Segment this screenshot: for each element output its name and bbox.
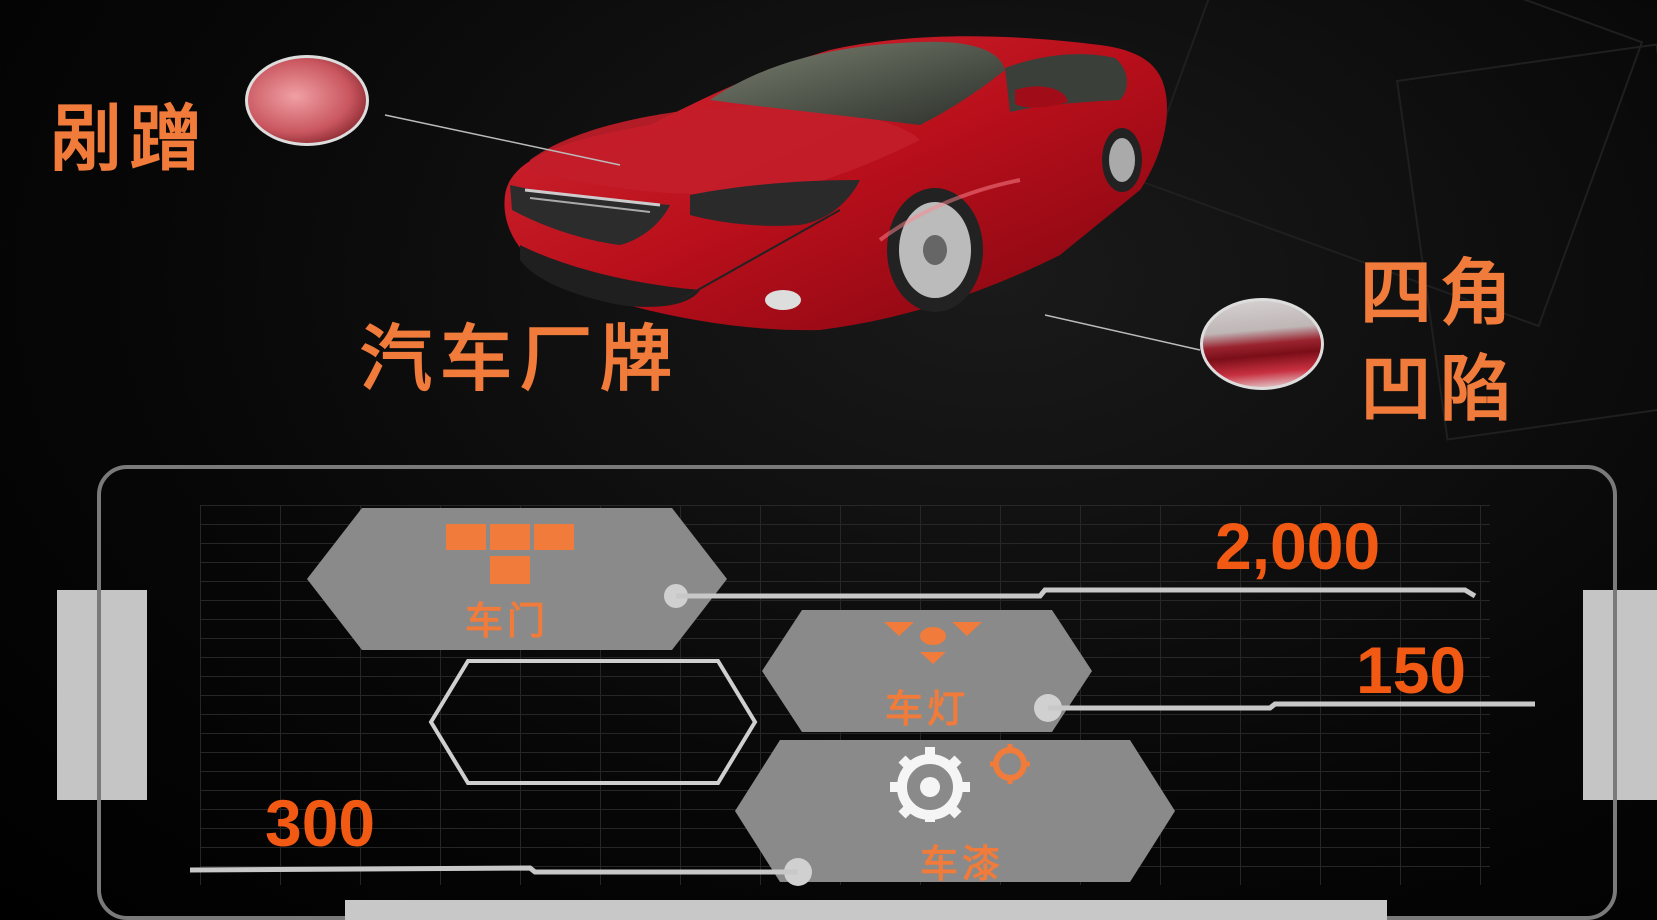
paint-value: 300 bbox=[265, 786, 376, 860]
dent-label: 四角 凹陷 bbox=[1360, 245, 1530, 437]
door-value: 2,000 bbox=[1215, 509, 1381, 583]
paint-label: 车漆 bbox=[920, 842, 1005, 886]
light-label: 车灯 bbox=[885, 687, 970, 731]
light-hexagon bbox=[762, 610, 1092, 732]
dent-label-line1: 四角 bbox=[1360, 251, 1521, 335]
door-label: 车门 bbox=[465, 599, 550, 643]
value-leader-lines bbox=[189, 584, 1535, 886]
light-value: 150 bbox=[1356, 633, 1467, 707]
boxes-icon bbox=[446, 524, 574, 584]
dent-label-line2: 凹陷 bbox=[1360, 347, 1521, 431]
callout-lines bbox=[384, 114, 1201, 351]
damaged-car-image bbox=[504, 36, 1168, 331]
empty-hexagon bbox=[428, 659, 758, 785]
right-side-block bbox=[1583, 590, 1657, 800]
scratch-detail-circle bbox=[245, 55, 369, 146]
triangles-dot-icon bbox=[884, 622, 982, 664]
brand-label: 汽车厂牌 bbox=[360, 317, 681, 401]
left-side-block bbox=[57, 590, 147, 800]
dent-detail-circle bbox=[1200, 298, 1324, 390]
scratch-label: 剐蹭 bbox=[50, 97, 211, 181]
gears-icon bbox=[890, 744, 1030, 822]
bottom-bar bbox=[345, 900, 1387, 920]
